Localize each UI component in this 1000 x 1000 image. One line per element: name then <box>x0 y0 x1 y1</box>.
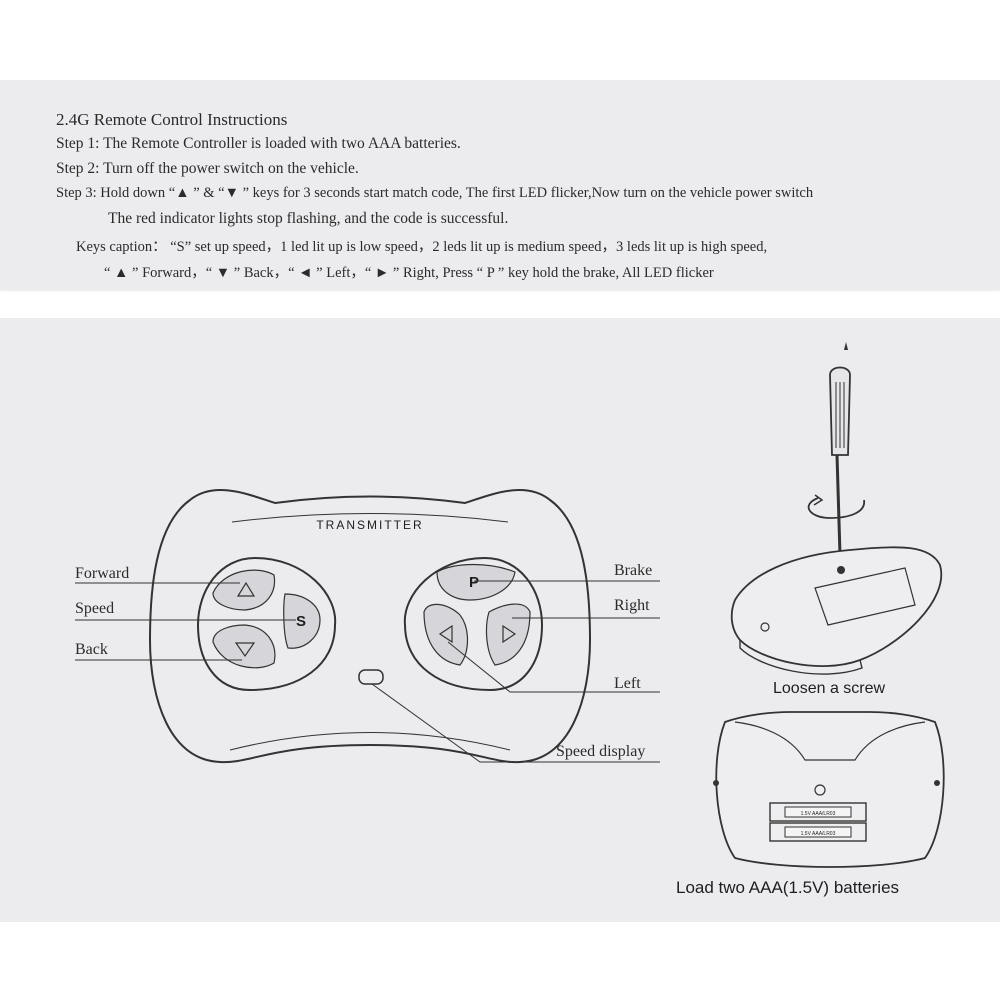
back-arrow-icon <box>234 642 256 658</box>
leader-lines <box>75 580 660 763</box>
back-label: Back <box>75 641 108 658</box>
left-label: Left <box>614 675 641 692</box>
battery-2-label: 1.5V AAA/LR03 <box>801 831 836 837</box>
battery-compartment-illustration: 1.5V AAA/LR03 1.5V AAA/LR03 <box>713 711 945 868</box>
remote-body <box>148 489 592 764</box>
left-button[interactable] <box>423 603 469 666</box>
left-arrow-icon <box>438 624 453 644</box>
speed-button[interactable]: S <box>283 593 321 649</box>
speed-display-led <box>358 669 384 685</box>
remote-back-illustration <box>730 546 943 675</box>
back-button[interactable] <box>212 624 276 669</box>
loosen-screw-caption: Loosen a screw <box>773 680 886 697</box>
brake-label: Brake <box>614 562 652 579</box>
right-button-pad <box>403 556 544 692</box>
transmitter-brand: TRANSMITTER <box>316 518 423 532</box>
instruction-step-2: Step 2: Turn off the power switch on the… <box>56 160 359 177</box>
speed-label: Speed <box>75 600 114 617</box>
screwdriver-icon <box>807 342 865 556</box>
brake-button-label: P <box>469 574 479 591</box>
keys-caption-continued: “ ▲ ” Forward，“ ▼ ” Back，“ ◄ ” Left，“ ► … <box>104 265 714 281</box>
brake-button[interactable]: P <box>436 563 516 601</box>
remote-diagram: TRANSMITTER S P Forward Speed <box>75 342 945 897</box>
battery-1-label: 1.5V AAA/LR03 <box>801 811 836 817</box>
forward-label: Forward <box>75 565 129 582</box>
left-button-pad <box>196 556 337 692</box>
instructions-title: 2.4G Remote Control Instructions <box>56 110 288 129</box>
right-label: Right <box>614 597 650 614</box>
right-arrow-icon <box>502 624 517 644</box>
right-button[interactable] <box>485 603 531 666</box>
forward-button[interactable] <box>212 569 276 611</box>
instructions-sheet <box>0 80 1000 290</box>
instruction-step-1: Step 1: The Remote Controller is loaded … <box>56 135 461 152</box>
speed-display-label: Speed display <box>556 743 645 760</box>
instruction-step-3: Step 3: Hold down “▲ ” & “▼ ” keys for 3… <box>56 185 814 201</box>
forward-arrow-icon <box>236 581 256 597</box>
load-batteries-caption: Load two AAA(1.5V) batteries <box>676 878 899 897</box>
keys-caption: Keys caption： “S” set up speed，1 led lit… <box>76 239 768 255</box>
instruction-step-3-continued: The red indicator lights stop flashing, … <box>108 210 509 227</box>
speed-button-label: S <box>296 613 306 630</box>
